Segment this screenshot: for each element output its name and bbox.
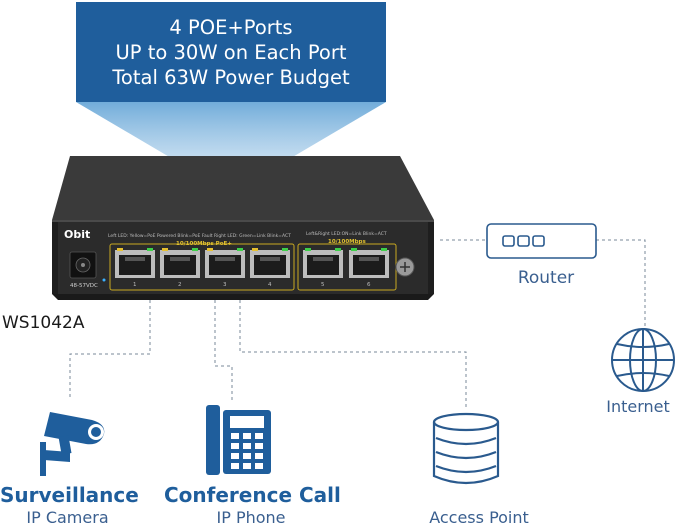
globe-icon bbox=[611, 328, 675, 392]
router-label: Router bbox=[517, 268, 575, 288]
poe-group-label: 10/100Mbps PoE+ bbox=[176, 241, 232, 247]
model-name: WS1042A bbox=[2, 313, 85, 333]
power-input-label: 48-57VDC bbox=[70, 283, 98, 289]
switch-brand-logo: Obit bbox=[64, 228, 91, 241]
uplink-group-label: 10/100Mbps bbox=[328, 239, 366, 245]
port-number: 4 bbox=[268, 282, 272, 288]
feature-callout: 4 POE+Ports UP to 30W on Each Port Total… bbox=[76, 2, 386, 102]
camera-subtitle: IP Camera bbox=[26, 508, 109, 527]
access-point-label: Access Point bbox=[429, 508, 529, 527]
callout-line-2: UP to 30W on Each Port bbox=[115, 40, 347, 64]
phone-title: Conference Call bbox=[164, 483, 341, 507]
access-point-icon bbox=[432, 412, 500, 485]
router-icon bbox=[486, 223, 597, 259]
phone-icon bbox=[206, 405, 271, 475]
switch-led-legend-uplink: Left&Right LED:ON=Link Blink=ACT bbox=[306, 232, 387, 237]
port-number: 6 bbox=[367, 282, 371, 288]
camera-icon bbox=[40, 412, 105, 476]
phone-subtitle: IP Phone bbox=[216, 508, 286, 527]
port-number: 2 bbox=[178, 282, 182, 288]
port-number: 1 bbox=[133, 282, 137, 288]
camera-title: Surveillance bbox=[0, 483, 139, 507]
callout-line-3: Total 63W Power Budget bbox=[112, 65, 350, 89]
switch-led-legend: Left LED: Yellow=PoE Powered Blink=PoE F… bbox=[108, 234, 291, 239]
rj45-ports bbox=[115, 248, 389, 278]
internet-label: Internet bbox=[606, 397, 670, 416]
port-number: 5 bbox=[321, 282, 325, 288]
callout-line-1: 4 POE+Ports bbox=[169, 15, 293, 39]
port-number: 3 bbox=[223, 282, 227, 288]
network-switch bbox=[52, 156, 434, 300]
connection-lines bbox=[69, 239, 646, 410]
